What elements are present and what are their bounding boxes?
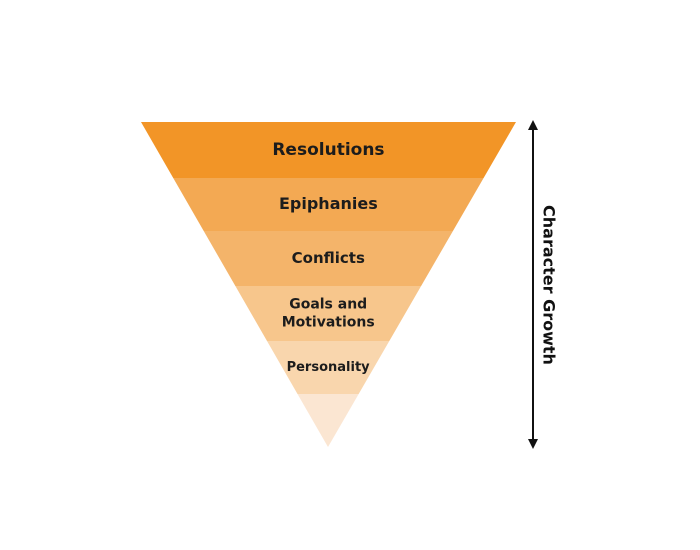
pyramid-layer-0 — [141, 122, 516, 178]
pyramid-layer-1 — [173, 178, 484, 231]
pyramid-layer-label: Goals and — [289, 297, 367, 313]
pyramid-layer-2 — [203, 231, 453, 286]
growth-axis-label: Character Growth — [540, 205, 559, 365]
arrow-up-icon — [528, 120, 538, 130]
growth-axis: Character Growth — [528, 120, 559, 449]
pyramid-layer-label: Epiphanies — [279, 194, 378, 213]
pyramid-layer-label: Motivations — [282, 315, 375, 331]
pyramid-layer-label: Personality — [287, 360, 371, 375]
pyramid-layer-label: Conflicts — [292, 249, 365, 267]
arrow-down-icon — [528, 439, 538, 449]
pyramid-layer-3 — [235, 286, 422, 341]
pyramid-layer-label: Resolutions — [272, 140, 384, 160]
pyramid-layer-4 — [267, 341, 390, 394]
pyramid-layer-5 — [297, 394, 359, 447]
